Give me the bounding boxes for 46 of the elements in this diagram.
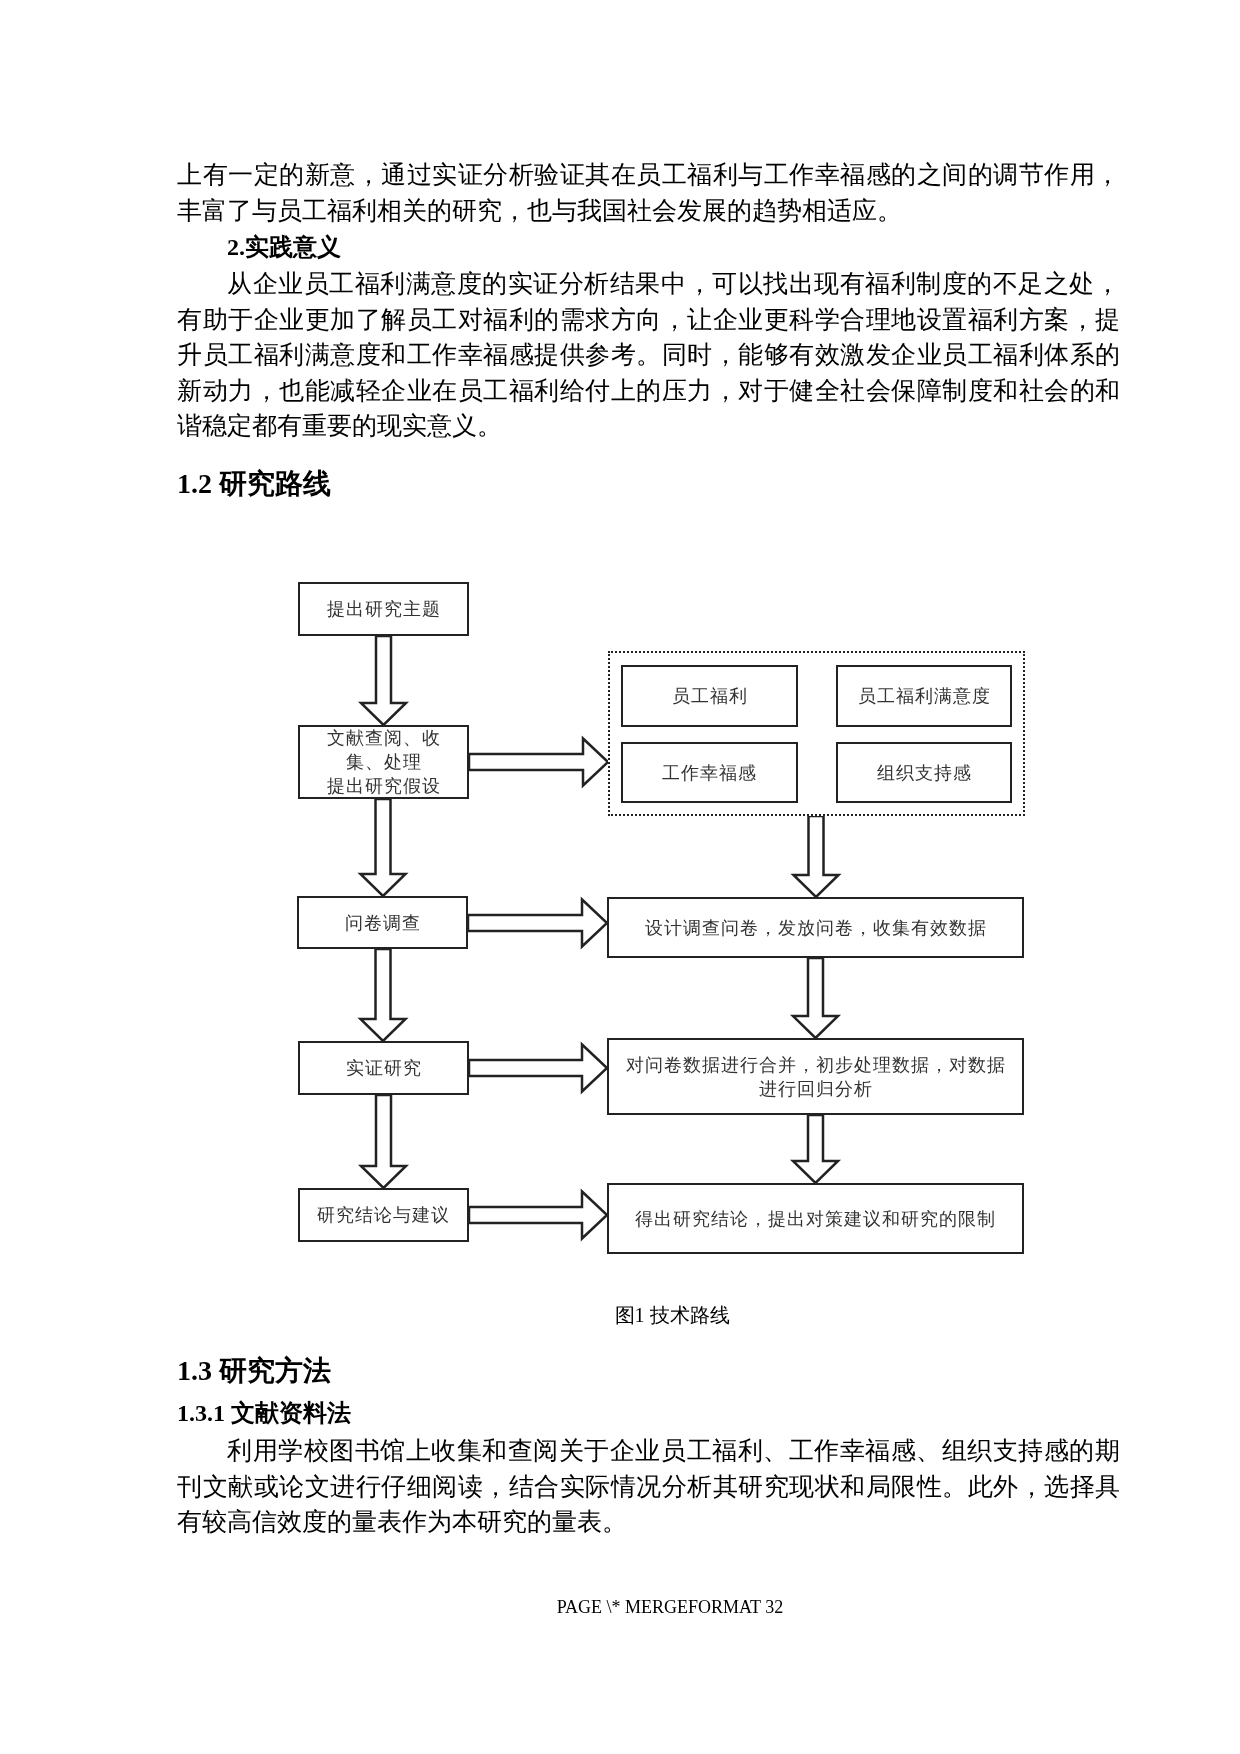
body-paragraph: 上有一定的新意，通过实证分析验证其在员工福利与工作幸福感的之间的调节作用，丰富了与员工福利相关的研究，也与我国社会发展的趋势相适应。	[177, 160, 1120, 226]
block-arrow	[467, 735, 610, 789]
box-text: 提出研究主题	[326, 597, 441, 621]
process-box	[298, 1188, 469, 1242]
block-arrow	[789, 956, 842, 1040]
box-text: 对问卷数据进行合并，初步处理数据，对数据进行回归分析	[624, 1052, 1007, 1101]
block-arrow	[467, 1188, 609, 1242]
box-text: 文献查阅、收集、处理	[325, 726, 442, 774]
block-arrow	[466, 896, 609, 950]
process-box	[607, 897, 1024, 958]
box-text: 问卷调查	[344, 910, 421, 935]
process-box	[607, 1183, 1024, 1254]
process-box	[621, 665, 798, 727]
process-box	[607, 1038, 1024, 1115]
page-footer: PAGE \* MERGEFORMAT 32	[170, 1596, 1170, 1618]
figure-caption: 图1 技术路线	[613, 1303, 731, 1327]
box-text: 设计调查问卷，发放问卷，收集有效数据	[644, 915, 987, 940]
block-arrow	[790, 814, 842, 899]
process-box	[621, 742, 798, 803]
body-paragraph: 从企业员工福利满意度的实证分析结果中，可以找出现有福利制度的不足之处，有助于企业更加了解员工对福利的需求方向，让企业更科学合理地设置福利方案，提升员工福利满意度和工作幸福感提供参考。同时，能够有效激发企业员工福利体系的新动力，也能减轻企业在员工福利给付上的压力，对于健全社会保障制度和社会的和谐稳定都有重要的现实意义。	[177, 269, 1120, 442]
box-text: 组织支持感	[876, 760, 972, 785]
box-text: 提出研究假设	[326, 774, 441, 798]
block-arrow	[357, 634, 410, 727]
block-arrow	[357, 947, 409, 1043]
process-box	[298, 1041, 469, 1095]
section-heading: 1.3 研究方法	[177, 1355, 331, 1387]
box-text: 得出研究结论，提出对策建议和研究的限制	[635, 1206, 996, 1231]
subheading: 2.实践意义	[227, 233, 341, 262]
box-text: 员工福利	[671, 684, 748, 708]
process-box	[298, 725, 469, 799]
process-box	[836, 742, 1012, 803]
subsection-heading: 1.3.1 文献资料法	[177, 1399, 351, 1427]
process-box	[836, 665, 1012, 727]
box-text: 工作幸福感	[662, 760, 757, 785]
box-text: 实证研究	[345, 1056, 422, 1080]
box-text: 员工福利满意度	[857, 684, 991, 708]
box-text: 研究结论与建议	[317, 1203, 450, 1227]
block-arrow	[467, 1041, 609, 1095]
body-paragraph: 利用学校图书馆上收集和查阅关于企业员工福利、工作幸福感、组织支持感的期刊文献或论文进行仔细阅读，结合实际情况分析其研究现状和局限性。此外，选择具有较高信效度的量表作为本研究的量表。	[177, 1436, 1120, 1538]
block-arrow	[357, 797, 409, 898]
block-arrow	[789, 1113, 842, 1185]
process-box	[298, 582, 469, 636]
process-box	[297, 896, 468, 949]
dotted-group-box	[608, 651, 1025, 816]
section-heading: 1.2 研究路线	[177, 468, 331, 500]
block-arrow	[357, 1093, 410, 1190]
